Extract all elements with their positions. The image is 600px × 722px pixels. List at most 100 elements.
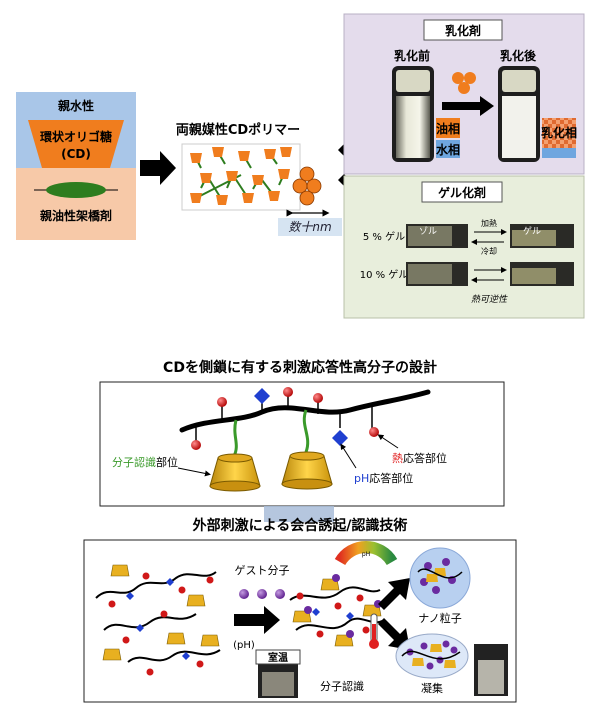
guest-molecule-icon <box>442 558 450 566</box>
cd-cup-icon <box>242 193 254 203</box>
hydrophilic-label: 親水性 <box>58 98 94 113</box>
heat-site-ball <box>142 572 150 580</box>
emulsifier-title-box <box>423 19 503 41</box>
guest-molecule-icon <box>304 606 312 614</box>
heat-site-ball <box>316 630 324 638</box>
emulsion-phase-label: 乳化相 <box>541 125 577 140</box>
gel-5pct-label: 5 % ゲル <box>363 231 405 243</box>
guest-molecule-icon <box>420 578 428 586</box>
guest-molecule-icon <box>424 562 432 570</box>
gel-panel: ゲル化剤 5 % ゲル ゾル ゲル 加熱 冷却 10 % ゲル 熱可逆性 <box>343 175 585 319</box>
heat-site-ball <box>146 668 154 676</box>
cd-cup-icon <box>190 153 202 163</box>
water-phase-label: 水相 <box>436 142 460 157</box>
nanoparticle-icon <box>299 190 315 206</box>
free-chains <box>95 564 221 676</box>
cd-cup-icon <box>412 658 424 666</box>
emulsifier-title: 乳化剤 <box>445 23 481 38</box>
before-label: 乳化前 <box>394 48 430 63</box>
sol-label-5: ゾル <box>419 226 437 237</box>
ph-site-diamond <box>182 652 190 660</box>
cd-cup-icon <box>216 195 228 205</box>
polymer-title: 両親媒性CDポリマー <box>176 122 300 138</box>
nanoparticle-cluster <box>292 166 322 206</box>
polymer-chain <box>95 571 217 599</box>
cd-cup-icon <box>264 149 276 159</box>
room-temp-label: 室温 <box>268 651 288 664</box>
cd-cup-icon <box>280 147 292 157</box>
stimulus-arrow <box>234 606 280 634</box>
cd-cup-icon <box>186 594 206 607</box>
emulsion-water-swatch <box>542 148 576 158</box>
guest-molecule-icon <box>257 589 267 599</box>
heat-label: 加熱 <box>481 218 497 228</box>
ph-site-diamond <box>346 612 354 620</box>
emulsifier-panel: 乳化剤 乳化前 乳化後 油相 水相 乳化相 <box>343 13 585 175</box>
cd-cup-icon <box>200 634 220 647</box>
crosslinker-icon <box>46 182 106 198</box>
guest-molecules <box>239 589 285 599</box>
cd-cup-icon <box>444 660 456 668</box>
jar-before-body <box>396 96 430 158</box>
ph-site-label: pH応答部位 <box>354 471 413 485</box>
size-label: 数十nm <box>288 220 331 234</box>
guest-molecule-icon <box>426 662 434 670</box>
nanoparticle-icon <box>458 82 470 94</box>
nanoparticle-icon <box>452 72 464 84</box>
heat-site-ball <box>356 594 364 602</box>
gel-label-5: ゲル <box>523 225 541 237</box>
polymer-block: 両親媒性CDポリマー 数十nm <box>176 122 342 236</box>
jar-after-body <box>502 96 536 158</box>
emulsify-arrow <box>442 96 494 116</box>
oil-phase-label: 油相 <box>436 121 460 136</box>
lipophilic-label: 親油性架橋剤 <box>40 208 112 223</box>
polymer-backbone <box>179 389 431 433</box>
nanoparticle-icon <box>464 72 476 84</box>
thermometer-icon <box>369 613 379 649</box>
recognition-label: 分子認識 <box>320 679 364 693</box>
nano-label: ナノ粒子 <box>418 611 461 625</box>
guest-molecule-icon <box>442 640 450 648</box>
monomer-block: 親水性 環状オリゴ糖 (CD) 親油性架橋剤 <box>16 92 136 240</box>
ph-site-diamond <box>332 430 348 446</box>
cd-cup-icon <box>200 173 212 183</box>
ph-meter-icon: pH <box>334 540 398 566</box>
cd-cup-icon <box>102 648 122 661</box>
recognized-assembly <box>289 574 385 647</box>
aggregate-result <box>395 633 469 679</box>
jar-after-cap <box>502 70 536 92</box>
cd-cup-icon <box>28 120 124 168</box>
size-label-bg <box>278 218 342 236</box>
heat-site-ball <box>369 427 379 437</box>
aggregation-label: 凝集 <box>421 681 443 695</box>
arrow-to-aggregate <box>378 618 410 650</box>
polymer-chain <box>103 613 197 631</box>
vial-10pct-sol <box>406 262 468 286</box>
cd-cup-icon <box>268 191 280 201</box>
cd-cup-icon <box>430 644 442 652</box>
heat-site-ball <box>178 586 186 594</box>
heat-site-ball <box>160 610 168 618</box>
arrow-to-nano <box>378 578 410 610</box>
heat-site-ball <box>283 387 293 397</box>
cd-cup-icon <box>278 169 290 179</box>
guest-molecule-icon <box>239 589 249 599</box>
ph-site-diamond <box>166 578 174 586</box>
cool-label: 冷却 <box>481 246 497 256</box>
ph-stimulus-label: (pH) <box>233 640 255 651</box>
guest-molecule-icon <box>346 630 354 638</box>
guest-molecule-icon <box>275 589 285 599</box>
cd-label-line1: 環状オリゴ糖 <box>40 129 112 144</box>
heat-site-label: 熱応答部位 <box>392 451 447 465</box>
ph-site-diamond <box>126 592 134 600</box>
design-title: CDを側鎖に有する刺激応答性高分子の設計 <box>163 359 437 376</box>
arrow-to-polymer <box>140 151 176 185</box>
nanoparticle-icon <box>299 166 315 182</box>
jar-before-cap <box>396 70 430 92</box>
heat-site-ball <box>296 592 304 600</box>
gel-title-box <box>421 181 503 203</box>
cd-cup-icon <box>166 632 186 645</box>
recognition-site-label: 分子認識部位 <box>112 455 178 469</box>
ph-site-diamond <box>254 388 270 404</box>
room-temp-box <box>255 649 301 665</box>
